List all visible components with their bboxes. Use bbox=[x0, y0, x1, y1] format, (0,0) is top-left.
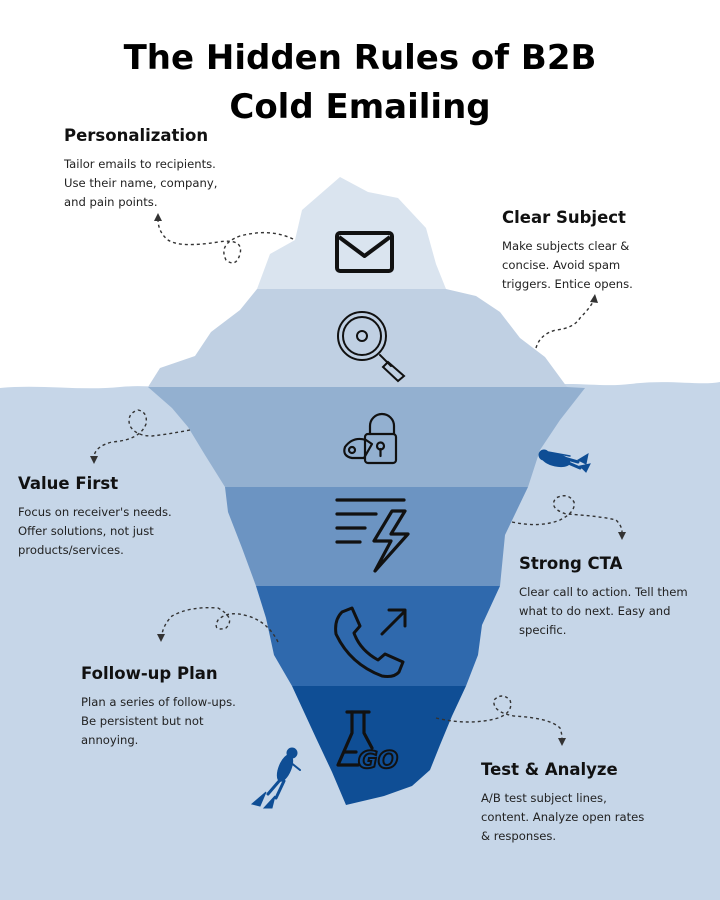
rule-value-first: Value First Focus on receiver's needs. O… bbox=[18, 474, 172, 560]
rule-heading: Clear Subject bbox=[502, 208, 626, 227]
phone-callout-icon bbox=[334, 606, 407, 678]
arrowhead-follow-up bbox=[157, 634, 165, 642]
flask-go-icon: GO bbox=[336, 710, 399, 775]
arrowhead-strong-cta bbox=[618, 532, 626, 540]
rule-description: Make subjects clear & concise. Avoid spa… bbox=[502, 239, 633, 291]
rule-description: Plan a series of follow-ups. Be persiste… bbox=[81, 695, 236, 747]
connector-clear-subject bbox=[535, 299, 595, 349]
rule-description: Tailor emails to recipients. Use their n… bbox=[64, 157, 218, 209]
rule-heading: Test & Analyze bbox=[481, 760, 618, 779]
key-lock-icon bbox=[343, 412, 398, 465]
rule-heading: Follow-up Plan bbox=[81, 664, 218, 683]
rule-description: Focus on receiver's needs. Offer solutio… bbox=[18, 505, 172, 557]
connector-follow-up bbox=[161, 606, 279, 643]
iceberg-layer-5 bbox=[256, 586, 500, 686]
speed-lightning-icon bbox=[335, 498, 410, 573]
rule-personalization: Personalization Tailor emails to recipie… bbox=[64, 126, 217, 212]
rule-heading: Strong CTA bbox=[519, 554, 623, 573]
arrowhead-clear-subject bbox=[590, 294, 598, 303]
rule-test-analyze: Test & Analyze A/B test subject lines, c… bbox=[481, 760, 644, 846]
rule-follow-up-plan: Follow-up Plan Plan a series of follow-u… bbox=[81, 664, 236, 750]
rule-description: A/B test subject lines, content. Analyze… bbox=[481, 791, 645, 843]
page-title: The Hidden Rules of B2B Cold Emailing bbox=[0, 34, 720, 132]
rule-description: Clear call to action. Tell them what to … bbox=[519, 585, 688, 637]
scuba-diver-left bbox=[250, 747, 301, 809]
arrowhead-test-analyze bbox=[558, 738, 566, 746]
envelope-icon bbox=[335, 231, 394, 273]
iceberg-layer-3 bbox=[148, 387, 585, 487]
magnifier-icon bbox=[337, 311, 406, 383]
rule-heading: Value First bbox=[18, 474, 119, 493]
connector-strong-cta bbox=[511, 495, 623, 533]
svg-text:GO: GO bbox=[358, 746, 398, 774]
arrowhead-personalization bbox=[154, 213, 162, 221]
rule-strong-cta: Strong CTA Clear call to action. Tell th… bbox=[519, 554, 688, 640]
connector-value-first bbox=[93, 409, 191, 457]
title-line-1: The Hidden Rules of B2B bbox=[123, 38, 597, 78]
rule-heading: Personalization bbox=[64, 126, 209, 145]
arrowhead-value-first bbox=[90, 456, 98, 464]
connector-personalization bbox=[157, 218, 294, 264]
connector-test-analyze bbox=[435, 695, 563, 739]
title-line-2: Cold Emailing bbox=[229, 87, 491, 127]
scuba-diver-right bbox=[538, 449, 591, 473]
iceberg-layer-6 bbox=[292, 686, 466, 805]
rule-clear-subject: Clear Subject Make subjects clear & conc… bbox=[502, 208, 633, 294]
